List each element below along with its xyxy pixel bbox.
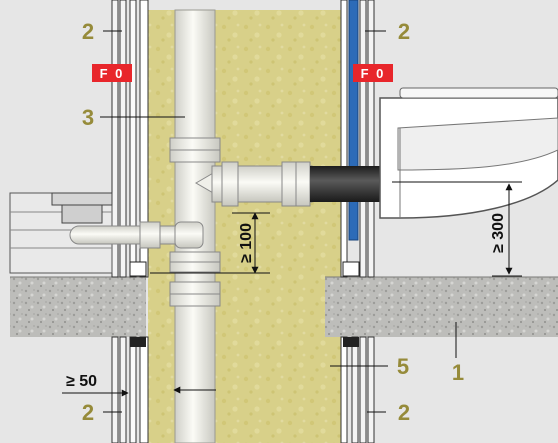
callout-2-top-left: 2: [82, 19, 94, 44]
left-branch-pipe: [69, 221, 204, 249]
right-wall-profile: [340, 0, 375, 443]
fire-class-badge-left: F 0: [92, 64, 132, 82]
dimension-min-wall: [62, 386, 216, 397]
callout-2-bottom-right: 2: [398, 400, 410, 425]
concrete-slab: [10, 276, 558, 337]
dimension-height-min-label: ≥ 300: [490, 213, 507, 253]
dimension-height-min: [392, 181, 522, 277]
wc-fixture: [379, 87, 558, 219]
callout-1: 1: [452, 360, 464, 385]
svg-text:F 0: F 0: [100, 66, 125, 81]
dimension-min-wall-label: ≥ 50: [66, 373, 97, 390]
dimension-branch-offset: [150, 212, 270, 274]
leader-lines: [100, 30, 457, 413]
right-branch-pipe: [194, 161, 392, 207]
callout-2-top-right: 2: [398, 19, 410, 44]
fire-class-badge-right: F 0: [353, 64, 393, 82]
callout-3: 3: [82, 105, 94, 130]
blue-profile: [348, 0, 359, 241]
callout-2-bottom-left: 2: [82, 400, 94, 425]
svg-text:F 0: F 0: [361, 66, 386, 81]
callout-5: 5: [397, 354, 409, 379]
left-wall-profile: [111, 0, 149, 443]
dimension-branch-offset-label: ≥ 100: [238, 223, 255, 263]
